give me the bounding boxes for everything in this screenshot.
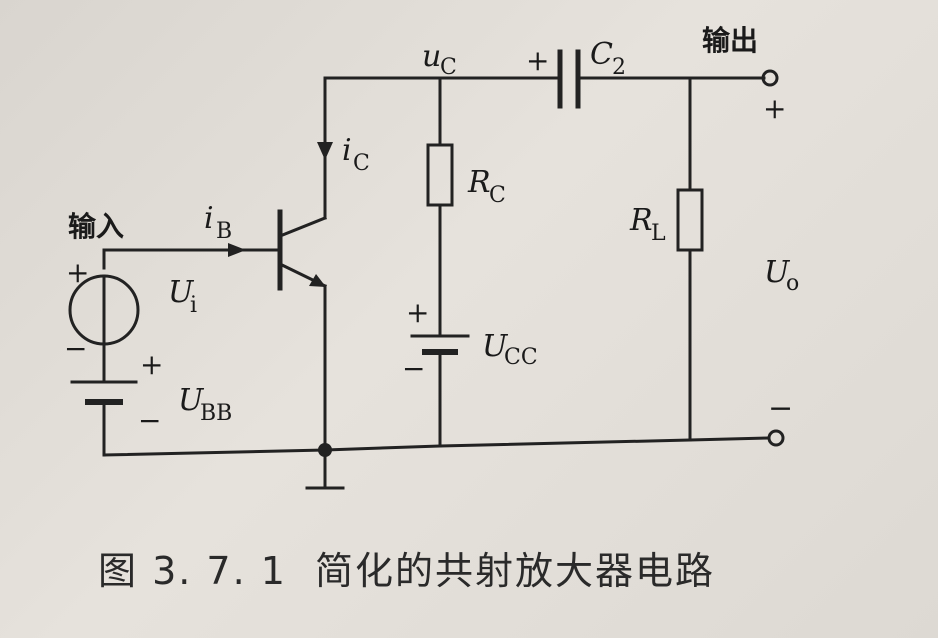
rc-label: R <box>467 165 491 200</box>
output-label: 输出 <box>702 24 758 57</box>
ui-sub: i <box>190 293 197 318</box>
rc-sub: C <box>489 183 506 208</box>
ic-arrow <box>317 142 333 160</box>
c2-sub: 2 <box>612 55 626 80</box>
ubb-plus: + <box>140 348 163 381</box>
ib-label: i <box>204 201 214 236</box>
output-plus: + <box>763 92 786 125</box>
ucc-label: U <box>482 329 509 364</box>
figure-caption: 图 3. 7. 1 简化的共射放大器电路 <box>98 540 798 593</box>
ui-minus: − <box>64 332 87 365</box>
input-label: 输入 <box>68 210 124 243</box>
transistor-collector <box>278 216 327 238</box>
base-wire <box>102 248 282 270</box>
output-minus: − <box>768 391 793 426</box>
ic-sub: C <box>353 151 370 176</box>
ubb-sub: BB <box>200 401 232 426</box>
ib-sub: B <box>216 219 232 244</box>
bottom-rail <box>102 436 770 457</box>
rl-label: R <box>629 203 653 238</box>
uc-label: u <box>422 39 441 74</box>
caption-number: 图 3. 7. 1 <box>98 549 287 593</box>
ucc-minus: − <box>402 352 425 385</box>
ubb-minus: − <box>138 404 161 437</box>
c2-label: C <box>590 37 613 72</box>
ui-label: U <box>168 275 195 310</box>
uo-label: U <box>764 255 791 290</box>
output-terminal-top <box>761 69 779 87</box>
uc-sub: C <box>440 55 457 80</box>
caption-title: 简化的共射放大器电路 <box>314 549 715 593</box>
ic-label: i <box>342 133 352 168</box>
ucc-plus: + <box>406 296 429 329</box>
rl-resistor <box>676 188 704 252</box>
c2-plus: + <box>526 44 549 77</box>
ubb-label: U <box>178 383 205 418</box>
output-terminal-bottom <box>767 429 785 447</box>
uo-sub: o <box>786 271 799 296</box>
ib-arrow <box>228 243 246 257</box>
ucc-sub: CC <box>504 345 538 370</box>
rl-sub: L <box>651 221 666 246</box>
rc-resistor <box>426 143 454 207</box>
ui-plus: + <box>66 256 89 289</box>
emitter-arrow <box>309 274 326 287</box>
